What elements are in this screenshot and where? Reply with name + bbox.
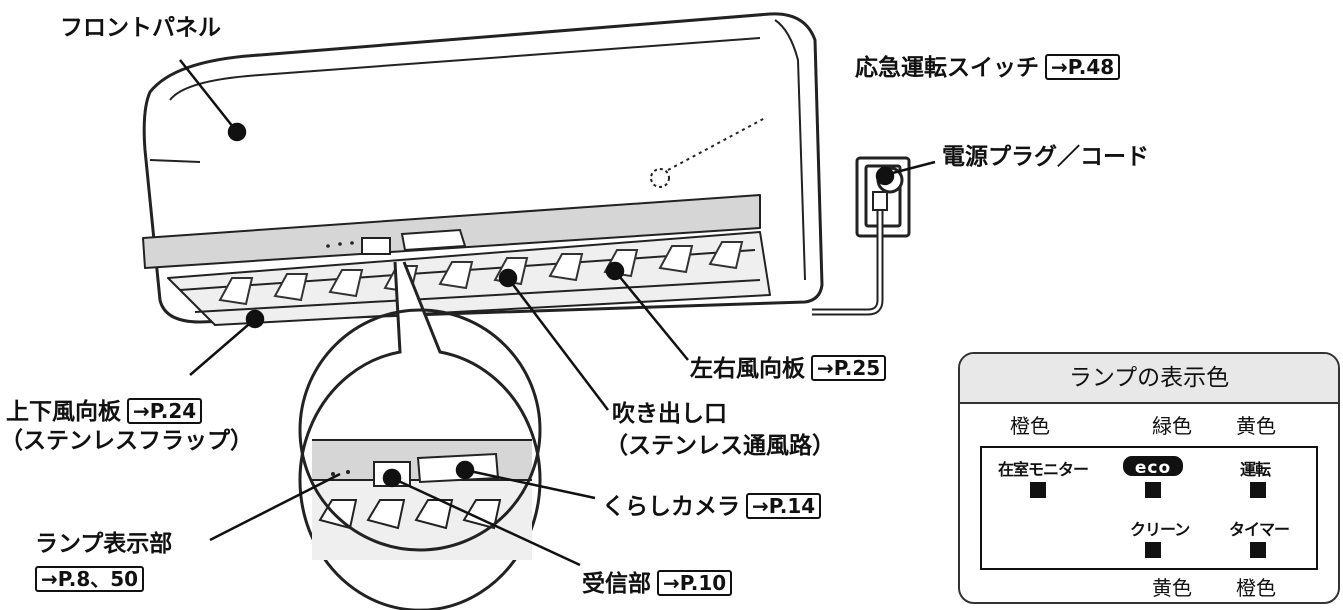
lamp-color-legend: ランプの表示色 橙色 緑色 黄色 在室モニター eco 運転 クリーン タイマー… xyxy=(958,352,1340,604)
label-camera: くらしカメラ→P.14 xyxy=(602,493,822,521)
emergency-switch-text: 応急運転スイッチ xyxy=(855,55,1039,81)
lamp-display-page-ref: →P.8、50 xyxy=(35,566,145,592)
label-ud-louver: 上下風向板→P.24 xyxy=(6,398,203,426)
lr-louver-text: 左右風向板 xyxy=(690,356,805,382)
lamp-label-presence: 在室モニター xyxy=(998,460,1089,479)
lamp-label-run: 運転 xyxy=(1240,460,1271,479)
receiver-text: 受信部 xyxy=(582,571,651,597)
ud-louver-text: 上下風向板 xyxy=(6,399,121,425)
lamp-label-eco: eco xyxy=(1123,456,1183,478)
color-label-top-right: 黄色 xyxy=(1236,414,1276,438)
label-ud-louver-sub: （ステンレスフラップ） xyxy=(0,428,253,454)
lamp-indicator-timer xyxy=(1250,542,1266,558)
label-lamp-display: ランプ表示部 xyxy=(35,531,173,557)
color-label-bottom-right: 橙色 xyxy=(1236,576,1276,600)
leader-lines xyxy=(179,59,936,567)
lamp-legend-title: ランプの表示色 xyxy=(960,354,1338,404)
lamp-panel: 在室モニター eco 運転 クリーン タイマー xyxy=(980,446,1318,570)
label-outlet-sub: （ステンレス通風路） xyxy=(605,433,835,459)
lamp-indicator-run xyxy=(1250,482,1266,498)
color-label-top-left: 橙色 xyxy=(1010,414,1050,438)
receiver-page-ref: →P.10 xyxy=(657,570,733,596)
label-lr-louver: 左右風向板→P.25 xyxy=(690,355,887,383)
lamp-label-clean: クリーン xyxy=(1130,520,1190,539)
lamp-indicator-eco xyxy=(1145,482,1161,498)
label-emergency-switch: 応急運転スイッチ→P.48 xyxy=(855,54,1121,82)
label-outlet: 吹き出し口 xyxy=(612,401,727,427)
ud-louver-page-ref: →P.24 xyxy=(127,398,203,424)
emergency-switch-page-ref: →P.48 xyxy=(1045,54,1121,80)
lr-louver-page-ref: →P.25 xyxy=(811,355,887,381)
label-lamp-display-ref-wrap: →P.8、50 xyxy=(35,566,145,594)
magnified-view xyxy=(298,261,542,610)
lamp-label-timer: タイマー xyxy=(1229,520,1290,539)
lamp-indicator-clean xyxy=(1145,542,1161,558)
label-receiver: 受信部→P.10 xyxy=(582,570,733,598)
color-label-bottom-mid: 黄色 xyxy=(1152,576,1192,600)
color-label-top-mid: 緑色 xyxy=(1152,414,1192,438)
camera-text: くらしカメラ xyxy=(602,494,740,520)
label-front-panel: フロントパネル xyxy=(60,15,221,41)
lamp-indicator-presence xyxy=(1030,482,1046,498)
camera-page-ref: →P.14 xyxy=(746,493,822,519)
label-power-plug: 電源プラグ／コード xyxy=(942,144,1149,170)
